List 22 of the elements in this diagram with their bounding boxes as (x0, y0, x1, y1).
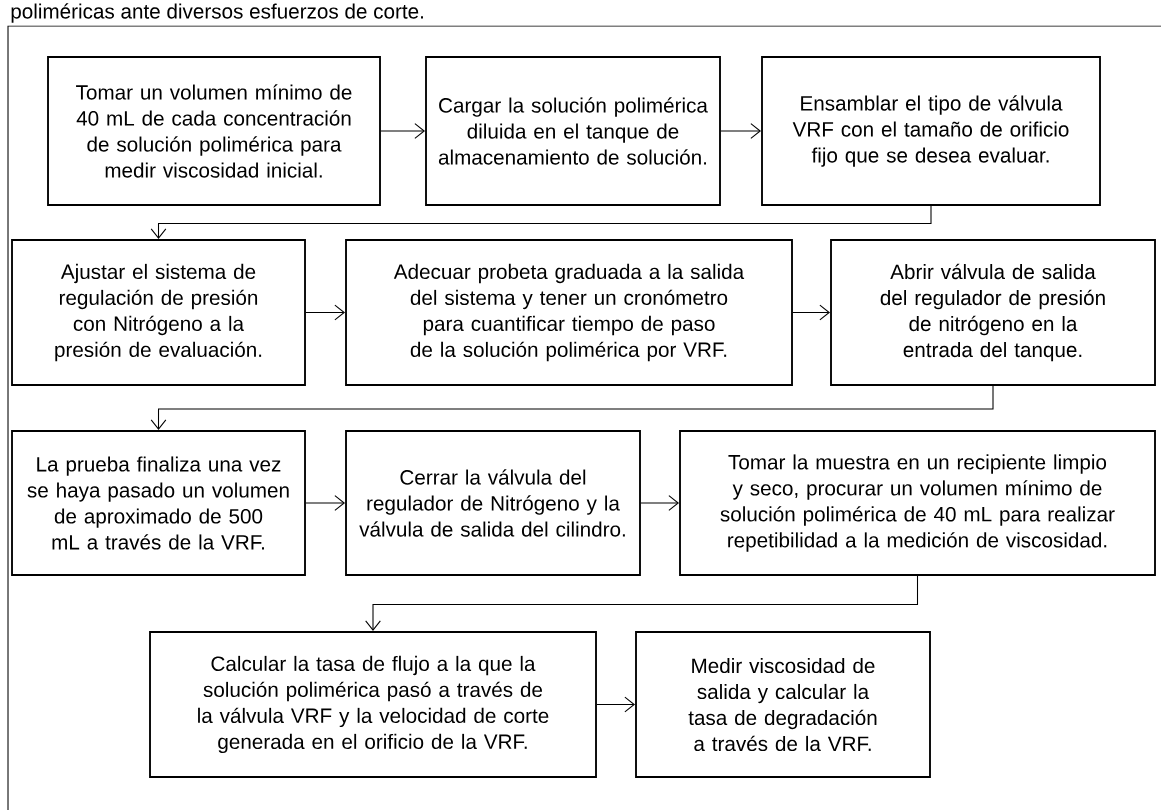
arrow (305, 495, 346, 511)
process-box: Calcular la tasa de flujo a la que la solución polimérica pasó a través de la válvula VRF y la velocidad de corte generada en el orificio de la VRF. (149, 631, 597, 778)
arrow (380, 123, 426, 139)
arrow (640, 495, 680, 511)
arrow (720, 123, 762, 139)
arrow (150, 205, 932, 240)
process-box: Cargar la solución polimérica diluida en el tanque de almacenamiento de solución. (425, 56, 721, 206)
process-box: Tomar un volumen mínimo de 40 mL de cada concentración de solución polimérica para medir viscosidad inicial. (47, 56, 381, 206)
process-box: Medir viscosidad de salida y calcular la tasa de degradación a través de la VRF. (635, 631, 931, 778)
process-box: Abrir válvula de salida del regulador de presión de nitrógeno en la entrada del tanque. (830, 239, 1156, 386)
arrow (150, 385, 994, 431)
process-box: Cerrar la válvula del regulador de Nitrógeno y la válvula de salida del cilindro. (345, 430, 641, 576)
process-box: Tomar la muestra en un recipiente limpio y seco, procurar un volumen mínimo de solución polimérica de 40 mL para realizar repetibilidad a la medición de viscosidad. (679, 430, 1156, 576)
process-box: Ajustar el sistema de regulación de presión con Nitrógeno a la presión de evaluación. (11, 239, 306, 386)
heading-text: poliméricas ante diversos esfuerzos de corte. (11, 3, 423, 23)
arrow (305, 304, 346, 321)
arrow (596, 696, 636, 713)
arrow (792, 304, 831, 321)
process-box: Adecuar probeta graduada a la salida del sistema y tener un cronómetro para cuantificar tiempo de paso de la solución polimérica por VRF. (345, 239, 793, 386)
arrow (365, 575, 919, 632)
process-box: Ensamblar el tipo de válvula VRF con el tamaño de orificio fijo que se desea evaluar. (761, 56, 1101, 206)
process-box: La prueba finaliza una vez se haya pasado un volumen de aproximado de 500 mL a través de la VRF. (11, 430, 306, 576)
